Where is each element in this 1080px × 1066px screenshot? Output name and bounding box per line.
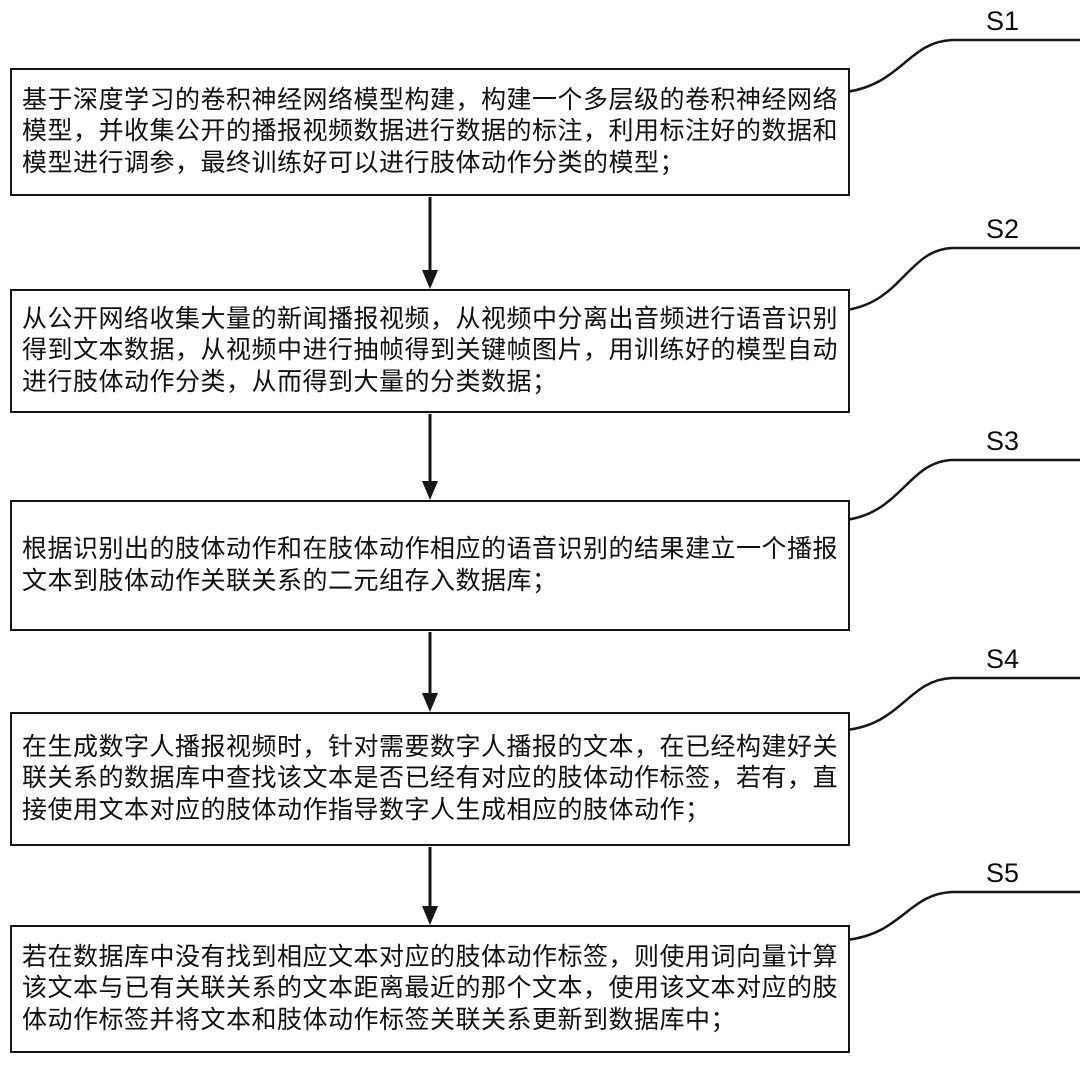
leader-line-s3	[845, 458, 1080, 522]
flow-box-s4: 在生成数字人播报视频时，针对需要数字人播报的文本，在已经构建好关联关系的数据库中…	[10, 712, 850, 846]
flow-box-s3-text: 根据识别出的肢体动作和在肢体动作相应的语音识别的结果建立一个播报文本到肢体动作关…	[22, 535, 839, 595]
flow-box-s2: 从公开网络收集大量的新闻播报视频，从视频中分离出音频进行语音识别得到文本数据，从…	[10, 289, 850, 413]
flow-box-s1: 基于深度学习的卷积神经网络模型构建，构建一个多层级的卷积神经网络模型，并收集公开…	[10, 68, 850, 196]
flow-box-s3: 根据识别出的肢体动作和在肢体动作相应的语音识别的结果建立一个播报文本到肢体动作关…	[10, 500, 850, 631]
step-label-s4: S4	[986, 644, 1020, 674]
step-label-s5: S5	[986, 858, 1020, 888]
step-label-s1: S1	[986, 6, 1020, 36]
leader-line-s4	[845, 676, 1080, 732]
leader-line-s1	[845, 38, 1080, 94]
step-label-s2: S2	[986, 214, 1020, 244]
flow-box-s5: 若在数据库中没有找到相应文本对应的肢体动作标签，则使用词向量计算该文本与已有关联…	[10, 925, 850, 1053]
leader-line-s5	[845, 890, 1080, 942]
down-arrow-2	[422, 414, 438, 500]
flow-box-s5-text: 若在数据库中没有找到相应文本对应的肢体动作标签，则使用词向量计算该文本与已有关联…	[22, 942, 839, 1034]
down-arrow-3	[422, 632, 438, 712]
step-label-s3: S3	[986, 426, 1020, 456]
leader-line-s2	[845, 246, 1080, 312]
down-arrow-1	[422, 197, 438, 289]
down-arrow-4	[422, 847, 438, 925]
flow-box-s2-text: 从公开网络收集大量的新闻播报视频，从视频中分离出音频进行语音识别得到文本数据，从…	[22, 304, 839, 396]
flow-box-s4-text: 在生成数字人播报视频时，针对需要数字人播报的文本，在已经构建好关联关系的数据库中…	[22, 732, 839, 824]
flow-box-s1-text: 基于深度学习的卷积神经网络模型构建，构建一个多层级的卷积神经网络模型，并收集公开…	[22, 85, 839, 177]
